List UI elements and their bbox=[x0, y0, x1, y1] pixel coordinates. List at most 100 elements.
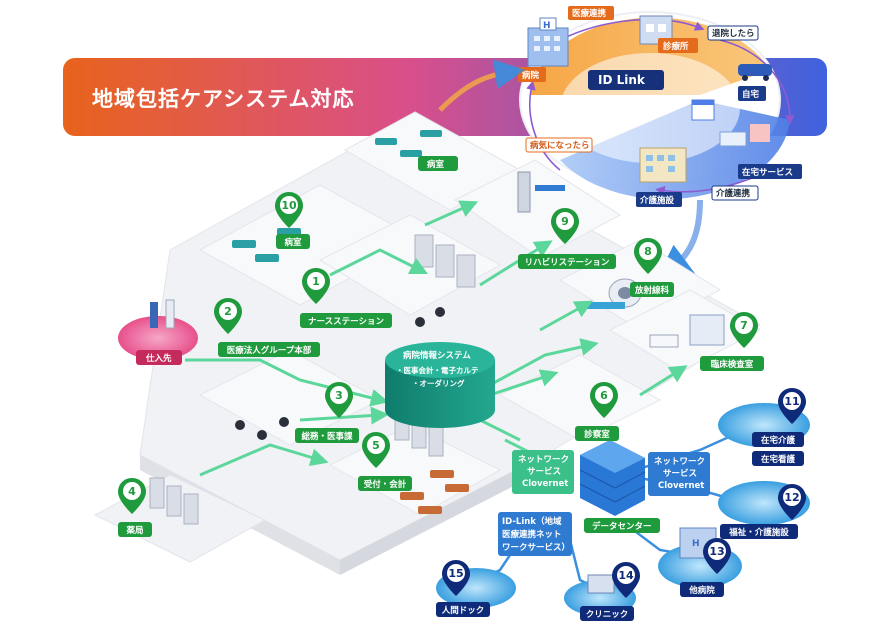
pin-1-number: 1 bbox=[312, 275, 320, 288]
room-5-label: 受付・会計 bbox=[364, 479, 407, 490]
flow-care-link-label: 介護連携 bbox=[715, 188, 751, 199]
room-6-label-bg bbox=[575, 426, 619, 441]
room-8-label-bg bbox=[630, 282, 674, 297]
supplier-area: 仕入先 bbox=[118, 299, 198, 365]
network-service-right: ネットワーク サービス Clovernet bbox=[648, 452, 710, 496]
pin-7-number: 7 bbox=[740, 319, 748, 332]
car-icon bbox=[738, 64, 772, 81]
node-hospital-label: 病院 bbox=[522, 70, 540, 81]
pin-8-number: 8 bbox=[644, 245, 652, 258]
db-line1: 病院情報システム bbox=[403, 350, 471, 361]
banner-title: 地域包括ケアシステム対応 bbox=[92, 87, 355, 111]
room-pins: 1 ナースステーション 2 医療法人グループ本部 3 総務・医事課 4 薬局 5 受付・会計 6 診察… bbox=[118, 192, 806, 621]
room-11-label-bg bbox=[752, 432, 804, 447]
network-left-line1: ネットワーク bbox=[518, 454, 569, 465]
node-home-service-label: 在宅サービス bbox=[742, 167, 793, 178]
room-7-label-bg bbox=[700, 356, 764, 371]
banner-to-cycle-arrow bbox=[438, 59, 525, 112]
room-13-label-bg bbox=[680, 582, 724, 597]
room-14-label-bg bbox=[580, 606, 634, 621]
room-2-label: 医療法人グループ本部 bbox=[227, 345, 312, 356]
room-4-label: 薬局 bbox=[125, 525, 143, 536]
idlink-service-box: ID-Link（地域 医療連携ネット ワークサービス） bbox=[498, 512, 572, 556]
ward-label: 病室 bbox=[427, 159, 445, 170]
pin-5-number: 5 bbox=[372, 439, 380, 452]
room-rehab bbox=[454, 159, 621, 259]
svg-text:H: H bbox=[692, 539, 700, 549]
clinic-building-small-icon bbox=[587, 574, 615, 594]
room-11-label2-bg bbox=[752, 451, 804, 466]
calendar-icon bbox=[691, 99, 715, 121]
room-9-label: リハビリステーション bbox=[525, 257, 610, 268]
data-center-servers bbox=[579, 440, 646, 516]
hospital-building-icon: H bbox=[527, 17, 569, 67]
network-right-line3: Clovernet bbox=[658, 481, 704, 491]
room-11-label: 在宅介護 bbox=[761, 435, 796, 446]
network-left-line3: Clovernet bbox=[522, 479, 568, 489]
room-12-label: 福祉・介護施設 bbox=[728, 527, 789, 538]
ward-label-bg bbox=[418, 156, 458, 171]
pin-11-number: 11 bbox=[784, 395, 799, 408]
network-right-line2: サービス bbox=[663, 468, 697, 479]
pin-6-number: 6 bbox=[600, 389, 608, 402]
room-4-label-bg bbox=[118, 522, 152, 537]
pin-3-number: 3 bbox=[335, 389, 343, 402]
flow-got-sick-label: 病気になったら bbox=[530, 140, 590, 151]
room-12-label-bg bbox=[720, 524, 798, 539]
care-facility-building-icon bbox=[639, 147, 687, 183]
room-2-label-bg bbox=[218, 342, 320, 357]
cycle-to-hospital-arrow bbox=[655, 199, 703, 281]
idlink-line2: 医療連携ネット bbox=[502, 529, 562, 540]
room-15-label-bg bbox=[436, 602, 490, 617]
pin-10-number: 10 bbox=[281, 199, 297, 212]
svg-text:H: H bbox=[543, 21, 551, 31]
datacenter-label: データセンター bbox=[592, 521, 652, 532]
node-home-label: 自宅 bbox=[742, 89, 760, 100]
pin-13-number: 13 bbox=[709, 545, 724, 558]
id-link-center-label: ID Link bbox=[598, 73, 646, 87]
room-9-label-bg bbox=[518, 254, 616, 269]
home-service-bed-icon bbox=[719, 124, 770, 147]
room-5-label-bg bbox=[358, 476, 412, 491]
shelves bbox=[149, 234, 476, 525]
room-3-label-bg bbox=[295, 428, 359, 443]
room-1-label-bg bbox=[300, 313, 392, 328]
hospital-info-system-db: 病院情報システム ・医事会計・電子カルテ ・オーダリング bbox=[385, 342, 495, 428]
room-3-label: 総務・医事課 bbox=[301, 431, 353, 442]
room-8-label: 放射線科 bbox=[634, 285, 670, 296]
network-service-left: ネットワーク サービス Clovernet bbox=[512, 450, 574, 494]
pin-2-number: 2 bbox=[224, 305, 232, 318]
rehab-equipment bbox=[517, 171, 565, 213]
room-10-label-bg bbox=[276, 234, 310, 249]
room-10-label: 病室 bbox=[284, 237, 302, 248]
idlink-line3: ワークサービス） bbox=[502, 542, 570, 553]
room-7-label: 臨床検査室 bbox=[711, 359, 754, 370]
network-left-line2: サービス bbox=[527, 466, 561, 477]
room-11-label2: 在宅看護 bbox=[761, 454, 796, 465]
room-15-label: 人間ドック bbox=[442, 605, 485, 616]
pin-9-number: 9 bbox=[561, 215, 569, 228]
idlink-line1: ID-Link（地域 bbox=[502, 516, 562, 527]
room-lab bbox=[608, 289, 762, 373]
db-line3: ・オーダリング bbox=[412, 378, 465, 388]
community-cycle: H ID Link 病院 診療 bbox=[518, 6, 802, 207]
supplier-label: 仕入先 bbox=[145, 353, 172, 364]
pin-4-number: 4 bbox=[128, 485, 136, 498]
db-line2: ・医事会計・電子カルテ bbox=[396, 365, 479, 375]
flow-medical-link-label: 医療連携 bbox=[572, 8, 607, 19]
pin-14-number: 14 bbox=[618, 569, 634, 582]
office-chairs bbox=[235, 307, 445, 440]
pin-15-number: 15 bbox=[448, 567, 463, 580]
network-right-line1: ネットワーク bbox=[654, 456, 705, 467]
node-care-facility-label: 介護施設 bbox=[639, 195, 675, 206]
room-13-label: 他病院 bbox=[688, 585, 715, 596]
pin-12-number: 12 bbox=[784, 491, 799, 504]
flow-discharged-label: 退院したら bbox=[712, 28, 755, 39]
lab-cabinets bbox=[649, 314, 725, 348]
room-6-label: 診察室 bbox=[584, 429, 610, 440]
node-clinic-label: 診療所 bbox=[663, 41, 689, 52]
room-14-label: クリニック bbox=[586, 609, 629, 620]
room-1-label: ナースステーション bbox=[308, 317, 384, 327]
waiting-benches bbox=[400, 470, 469, 514]
